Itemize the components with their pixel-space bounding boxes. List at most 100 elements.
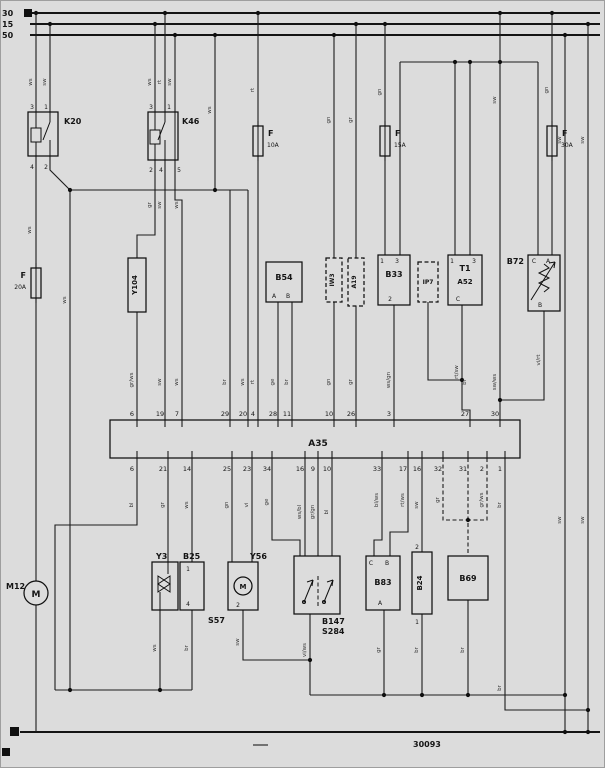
F30A-text: F [562, 129, 567, 138]
wire-color-label: sw [414, 501, 420, 509]
B24-text: 2 [415, 544, 419, 551]
Y56-circle [233, 576, 253, 596]
B72-text: B72 [507, 257, 524, 266]
component-B69: B69 [447, 555, 489, 601]
junction-dot [67, 687, 73, 693]
a35-top-pin-30: 30 [491, 410, 499, 418]
a35-bottom-pin-16: 16 [296, 465, 304, 473]
wire-color-label: gn [377, 88, 383, 95]
a35-bottom-pin-21: 21 [159, 465, 167, 473]
wire-color-label: bl/ws [374, 493, 380, 507]
bus-label-15: 15 [2, 20, 14, 29]
K20-outline [27, 111, 59, 157]
a35-bottom-pin-32: 32 [434, 465, 442, 473]
component-S57: S57 [208, 616, 225, 625]
junction-dot [497, 397, 503, 403]
component-Y104: Y104 [127, 257, 147, 313]
junction-dot [381, 692, 387, 698]
IW3-text: IW3 [329, 273, 336, 286]
wire-color-label: ws/bl [297, 504, 303, 519]
K46-symbol [157, 121, 166, 141]
junction-dot [353, 21, 359, 27]
a35-top-pin-3: 3 [387, 410, 391, 418]
a35-top-pin-20: 20 [239, 410, 247, 418]
F30A-text: 30A [561, 142, 574, 149]
wire-color-label: gr [147, 201, 153, 207]
a35-top-pin-4: 4 [251, 410, 255, 418]
a35-top-pin-28: 28 [269, 410, 277, 418]
junction-dot [562, 692, 568, 698]
a35-bottom-pin-16: 16 [413, 465, 421, 473]
B147-S284-symbol [303, 579, 314, 603]
wire-color-label: sw [157, 201, 163, 209]
wire-color-label: vi/rt [536, 354, 542, 366]
Y56-text: M [240, 583, 247, 591]
wire-color-label: sw [167, 78, 173, 86]
wire-color-label: bl [129, 502, 135, 507]
junction-dot [497, 10, 503, 16]
K20-symbol [42, 121, 51, 141]
wire-color-label: gr [376, 646, 382, 652]
B33-text: 2 [388, 296, 392, 303]
wire-color-label: br [184, 644, 190, 650]
B83-text: C [369, 560, 373, 567]
B72-symbol [537, 263, 551, 293]
a35-top-pin-11: 11 [283, 410, 291, 418]
a35-bottom-pin-2: 2 [480, 465, 484, 473]
B72-text: A [546, 258, 551, 265]
junction-dot [307, 657, 313, 663]
wire-color-label: gr [435, 496, 441, 502]
a35-bottom-pin-1: 1 [498, 465, 502, 473]
F10A-text: F [268, 129, 273, 138]
junction-dot [562, 729, 568, 735]
B147-S284-circle [321, 599, 327, 605]
wire-color-label: ws [207, 106, 213, 113]
wire-51 [271, 458, 301, 556]
B25-text: 4 [186, 601, 190, 608]
wire-33 [461, 305, 471, 420]
Y104-outline [127, 257, 147, 313]
M12-circle [23, 580, 49, 606]
K46-text: 3 [149, 104, 153, 111]
wire-color-label: sw [492, 96, 498, 104]
F20A-text: F [21, 271, 26, 280]
wire-color-label: gn [326, 116, 332, 123]
a35-bottom-pin-31: 31 [459, 465, 467, 473]
junction-dot [467, 59, 473, 65]
wire-color-label: ws [62, 296, 68, 303]
wire-color-label: br [222, 378, 228, 384]
wire-color-label: ge [270, 378, 276, 385]
wire-color-label: ws [240, 378, 246, 385]
wire-color-label: sw [580, 516, 586, 524]
T1-A52-text: C [456, 296, 460, 303]
wire-color-label: gn [544, 86, 550, 93]
junction-dot [549, 10, 555, 16]
wire-color-label: bl [324, 509, 330, 514]
K46-text: K46 [182, 117, 200, 126]
terminal-square-top [24, 9, 32, 17]
Y56-outline [227, 561, 259, 611]
junction-dot [585, 21, 591, 27]
wire-color-label: ws [174, 378, 180, 385]
M12-text: M12 [6, 582, 25, 591]
a35-top-pin-27: 27 [461, 410, 469, 418]
wire-color-label: gr/ws [129, 372, 135, 387]
a35-top-pin-10: 10 [325, 410, 333, 418]
B33-text: 3 [395, 258, 399, 265]
wire-color-label: gr [348, 116, 354, 122]
wire-color-label: br [497, 684, 503, 690]
terminal-square-corner [2, 748, 10, 756]
wire-color-label: ws [27, 226, 33, 233]
